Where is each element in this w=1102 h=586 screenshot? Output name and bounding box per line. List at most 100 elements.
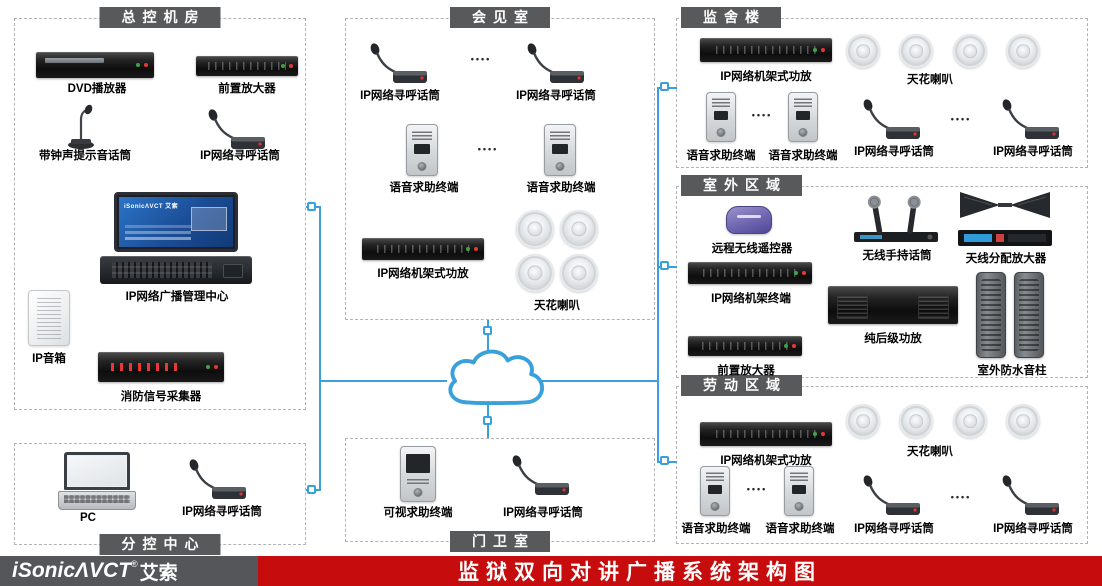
device-label: IP网络寻呼话筒 (854, 523, 934, 535)
voice-help-terminal-icon (788, 92, 818, 142)
terminal-screen (414, 143, 430, 154)
ceiling-speaker-icon (953, 404, 987, 438)
ceiling-speaker-icon (846, 404, 880, 438)
terminal-grille (712, 97, 730, 107)
terminal-call-button (417, 162, 427, 171)
section-subcontrol-center: 分控中心 (14, 443, 306, 555)
device-label: DVD播放器 (67, 83, 127, 95)
device-label: IP网络机架式功放 (720, 455, 812, 467)
console-screen-text: iSonicΛVCT 艾索 (124, 204, 179, 210)
device-label: IP网络广播管理中心 (125, 291, 229, 303)
terminal-grille (412, 129, 432, 140)
ceiling-speaker-icon (560, 210, 598, 248)
broadcast-center-icon: iSonicΛVCT 艾索 (100, 192, 252, 284)
device-label: 前置放大器 (218, 83, 276, 95)
rack-terminal-icon (688, 262, 812, 284)
terminal-grille (407, 476, 429, 485)
paging-mic-icon (367, 40, 429, 85)
ellipsis-separator: •••• (470, 54, 492, 64)
section-labor-area: 劳动区域 (676, 375, 1088, 544)
device-label: 消防信号采集器 (120, 391, 202, 403)
device-label: 天花喇叭 (907, 74, 953, 86)
device-label: 语音求助终端 (768, 150, 838, 162)
terminal-call-button (794, 502, 804, 512)
device-label: 室外防水音柱 (977, 365, 1047, 377)
ceiling-speaker-icon (953, 34, 987, 68)
device-label: IP网络机架式功放 (720, 71, 812, 83)
device-label: 远程无线遥控器 (711, 243, 793, 255)
device-label: 语音求助终端 (765, 523, 835, 535)
fire-signal-collector-icon (98, 352, 224, 382)
left-trunk-line (319, 206, 321, 491)
paging-mic-icon (186, 456, 248, 501)
link-trunk-cloud-left (319, 380, 447, 382)
network-port-icon (307, 202, 316, 211)
ceiling-speaker-icon (1006, 34, 1040, 68)
network-port-icon (660, 82, 669, 91)
device-label: 语音求助终端 (526, 182, 596, 194)
pc-laptop-icon (58, 452, 136, 510)
device-label: IP网络寻呼话筒 (993, 146, 1073, 158)
console-screen: iSonicΛVCT 艾索 (114, 192, 238, 252)
device-label: 语音求助终端 (681, 523, 751, 535)
device-label: 语音求助终端 (389, 182, 459, 194)
rack-amplifier-icon (362, 238, 484, 260)
outdoor-column-speaker-icon (1014, 272, 1044, 358)
device-label: IP网络寻呼话筒 (993, 523, 1073, 535)
voice-help-terminal-icon (784, 466, 814, 516)
terminal-grille (550, 129, 570, 140)
brand-logo: iSonicΛVCT ® 艾索 (0, 556, 258, 586)
ellipsis-separator: •••• (751, 110, 773, 120)
device-label: 无线手持话筒 (862, 250, 932, 262)
voice-help-terminal-icon (544, 124, 576, 176)
ceiling-speaker-icon (516, 254, 554, 292)
antenna-distribution-amp-icon (957, 191, 1053, 247)
console-display: iSonicΛVCT 艾索 (119, 197, 233, 247)
device-label: IP网络机架终端 (711, 293, 791, 305)
preamp-icon (688, 336, 802, 356)
rack-amplifier-icon (700, 422, 832, 446)
device-label: PC (80, 512, 96, 524)
device-label: IP网络寻呼话筒 (516, 90, 596, 102)
section-label-guard: 门卫室 (450, 531, 550, 552)
network-port-icon (307, 485, 316, 494)
section-dorm-building: 监舍楼 (676, 7, 1088, 168)
terminal-grille (706, 471, 724, 481)
device-label: IP网络寻呼话筒 (854, 146, 934, 158)
ceiling-speaker-icon (899, 34, 933, 68)
wireless-remote-icon (726, 206, 772, 234)
terminal-screen (552, 143, 568, 154)
power-amplifier-icon (828, 286, 958, 324)
laptop-keyboard (58, 491, 136, 510)
device-label: IP网络寻呼话筒 (360, 90, 440, 102)
ceiling-speaker-icon (1006, 404, 1040, 438)
device-label: 天线分配放大器 (965, 253, 1047, 265)
section-label-subcontrol: 分控中心 (99, 534, 221, 555)
chime-mic-icon (66, 102, 96, 150)
section-label-outdoor: 室外区域 (681, 175, 802, 196)
section-outdoor-area: 室外区域 (676, 175, 1088, 378)
link-cloud-right-trunk (542, 380, 658, 382)
terminal-screen (707, 484, 723, 495)
device-label: IP音箱 (32, 353, 66, 365)
device-label: 纯后级功放 (864, 333, 922, 345)
network-port-icon (483, 416, 492, 425)
outdoor-column-speaker-icon (976, 272, 1006, 358)
paging-mic-icon (860, 472, 922, 517)
ellipsis-separator: •••• (950, 492, 972, 502)
terminal-screen (713, 110, 729, 121)
terminal-call-button (555, 162, 565, 171)
paging-mic-icon (999, 472, 1061, 517)
paging-mic-icon (509, 452, 571, 497)
paging-mic-icon (524, 40, 586, 85)
ceiling-speaker-icon (560, 254, 598, 292)
terminal-call-button (798, 128, 808, 138)
terminal-screen (795, 110, 811, 121)
section-label-labor: 劳动区域 (681, 375, 802, 396)
section-label-master: 总控机房 (99, 7, 221, 28)
terminal-screen (791, 484, 807, 495)
handheld-mic-icon (853, 194, 939, 243)
paging-mic-icon (860, 96, 922, 141)
brand-logo-chinese: 艾索 (139, 562, 178, 584)
